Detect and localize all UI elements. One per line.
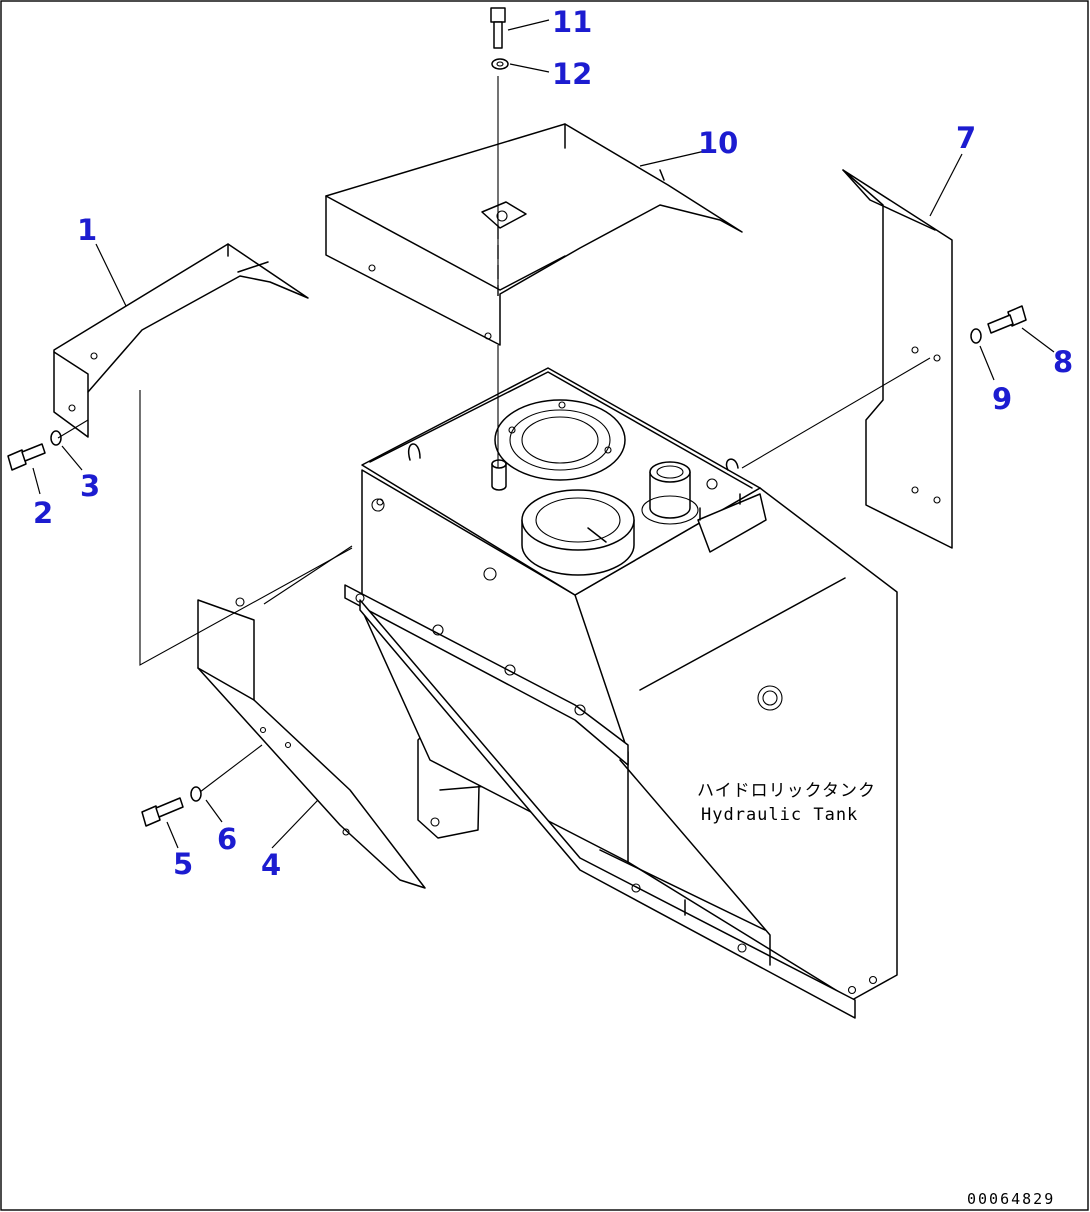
callout-8: 8 <box>1053 345 1073 379</box>
part-2-bolt <box>7 443 46 471</box>
callout-10: 10 <box>698 126 738 160</box>
drawing-number: 00064829 <box>967 1190 1055 1208</box>
tank-label-english: Hydraulic Tank <box>701 805 858 825</box>
part-9-washer <box>970 328 982 344</box>
part-3-washer <box>50 430 62 446</box>
callout-7: 7 <box>956 121 976 155</box>
hydraulic-tank <box>344 367 898 1019</box>
tank-label-japanese: ハイドロリックタンク <box>697 781 876 801</box>
callout-3: 3 <box>80 469 100 503</box>
part-4-lower-cover <box>197 597 426 889</box>
part-1-left-cover <box>53 243 309 438</box>
part-6-washer <box>190 786 202 802</box>
callout-1: 1 <box>77 213 97 247</box>
part-5-bolt <box>141 797 184 827</box>
callout-4: 4 <box>261 848 281 882</box>
callout-5: 5 <box>173 847 193 881</box>
callout-2: 2 <box>33 496 53 530</box>
part-7-right-cover <box>842 169 953 549</box>
part-8-bolt <box>987 305 1027 334</box>
part-11-bolt <box>490 7 506 49</box>
callout-6: 6 <box>217 822 237 856</box>
callout-leaders <box>32 19 1055 849</box>
callout-11: 11 <box>552 5 592 39</box>
callout-9: 9 <box>992 382 1012 416</box>
callout-12: 12 <box>552 57 592 91</box>
part-10-top-cover <box>325 123 743 346</box>
assembly-lines <box>57 76 931 793</box>
part-12-washer <box>491 58 509 70</box>
